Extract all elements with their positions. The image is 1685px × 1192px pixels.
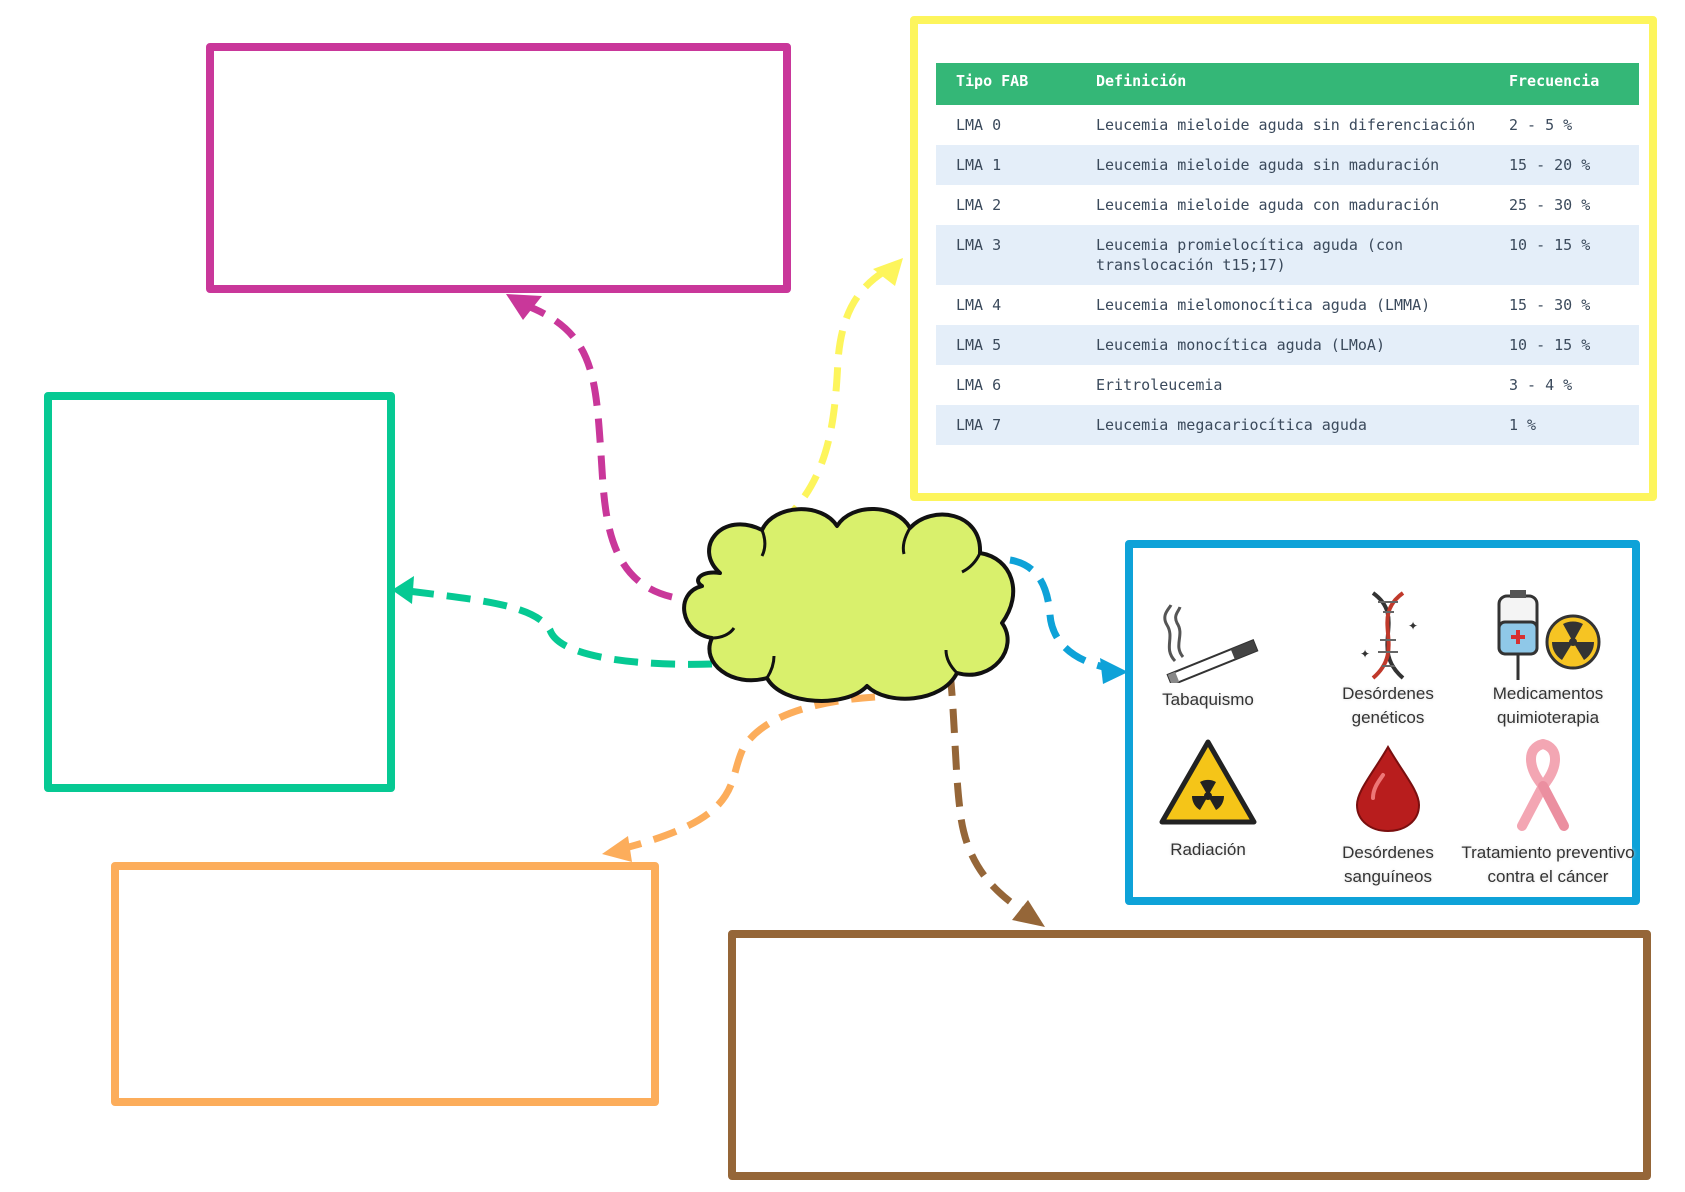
risk-factor-desordenes-sanguineos: Desórdenes sanguíneos: [1318, 841, 1458, 889]
header-tipo-fab: Tipo FAB: [936, 63, 1076, 105]
cell-type: LMA 0: [956, 116, 1002, 134]
table-row: LMA 6 Eritroleucemia 3 - 4 %: [936, 365, 1639, 405]
arrow-to-magenta-box: [523, 301, 673, 601]
table-row: LMA 4 Leucemia mielomonocítica aguda (LM…: [936, 285, 1639, 325]
cell-type: LMA 1: [936, 145, 1076, 185]
dna-icon: ✦ ✦: [1360, 591, 1418, 680]
green-empty-box: [44, 392, 395, 792]
table-row: LMA 2 Leucemia mieloide aguda con madura…: [936, 185, 1639, 225]
arrowhead-green: [392, 576, 414, 604]
cell-frequency: 10 - 15 %: [1489, 225, 1639, 285]
risk-factor-label: Medicamentos: [1492, 684, 1604, 703]
cigarette-icon: [1163, 604, 1259, 683]
table-row: LMA 1 Leucemia mieloide aguda sin madura…: [936, 145, 1639, 185]
arrow-to-green-box: [407, 587, 713, 668]
cell-type: LMA 3: [936, 225, 1076, 285]
risk-factor-label: Desórdenes: [1342, 843, 1434, 862]
cell-frequency: 15 - 20 %: [1489, 145, 1639, 185]
fab-table: Tipo FAB Definición Frecuencia LMA 0 Leu…: [936, 63, 1639, 445]
arrowhead-brown: [1012, 900, 1045, 927]
risk-factor-label: Tratamiento preventivo: [1461, 843, 1635, 862]
arrow-to-blue-box: [1009, 556, 1109, 672]
cell-frequency: 2 - 5 %: [1509, 116, 1573, 134]
arrowhead-yellow: [873, 258, 903, 286]
cell-definition: Leucemia mieloide aguda sin diferenciaci…: [1096, 116, 1476, 134]
header-frecuencia: Frecuencia: [1489, 63, 1639, 105]
awareness-ribbon-icon: [1517, 739, 1569, 831]
risk-factor-tabaquismo: Tabaquismo: [1143, 688, 1273, 712]
risk-factor-label: quimioterapia: [1496, 708, 1600, 727]
orange-empty-box: [111, 862, 659, 1106]
cell-type: LMA 7: [936, 405, 1076, 445]
brown-empty-box: [728, 930, 1651, 1180]
cell-definition: Eritroleucemia: [1096, 376, 1223, 394]
risk-factor-label: sanguíneos: [1344, 867, 1432, 886]
radiation-warning-icon: [1159, 739, 1257, 825]
table-row: LMA 0 Leucemia mieloide aguda sin difere…: [936, 105, 1639, 145]
risk-factor-label: genéticos: [1351, 708, 1425, 727]
table-row: LMA 7 Leucemia megacariocítica aguda 1 %: [936, 405, 1639, 445]
svg-text:✦: ✦: [1408, 619, 1418, 633]
risk-factor-radiacion: Radiación: [1143, 838, 1273, 862]
arrowhead-blue: [1100, 658, 1128, 684]
risk-factor-medicamentos-quimioterapia: Medicamentos quimioterapia: [1468, 682, 1628, 730]
arrow-to-brown-box: [946, 671, 1027, 915]
risk-factors-box: Tabaquismo ✦ ✦ Desórdenes genéticos Medi…: [1125, 540, 1640, 905]
table-row: LMA 3 Leucemia promielocítica aguda (con…: [936, 225, 1639, 285]
cell-type: LMA 5: [936, 325, 1076, 365]
fab-table-header-row: Tipo FAB Definición Frecuencia: [936, 63, 1639, 105]
arrowhead-magenta: [506, 294, 542, 320]
risk-factor-tratamiento-preventivo: Tratamiento preventivo contra el cáncer: [1453, 841, 1643, 889]
cell-frequency: 15 - 30 %: [1509, 296, 1591, 314]
fab-classification-box: Tipo FAB Definición Frecuencia LMA 0 Leu…: [910, 16, 1657, 501]
blood-drop-icon: [1355, 744, 1421, 833]
header-definicion: Definición: [1076, 63, 1489, 105]
cell-frequency: 1 %: [1489, 405, 1639, 445]
svg-text:✦: ✦: [1360, 647, 1370, 661]
table-row: LMA 5 Leucemia monocítica aguda (LMoA) 1…: [936, 325, 1639, 365]
cell-frequency: 25 - 30 %: [1509, 196, 1591, 214]
magenta-empty-box: [206, 43, 791, 293]
cell-definition: Leucemia mielomonocítica aguda (LMMA): [1096, 296, 1431, 314]
risk-factor-desordenes-geneticos: Desórdenes genéticos: [1318, 682, 1458, 730]
cell-type: LMA 2: [956, 196, 1002, 214]
central-cloud-shape: [682, 507, 1016, 703]
arrow-to-yellow-box: [777, 264, 892, 527]
risk-factor-label: Radiación: [1170, 840, 1246, 859]
cell-definition: Leucemia mieloide aguda con maduración: [1096, 196, 1440, 214]
risk-factor-label: contra el cáncer: [1487, 867, 1609, 886]
risk-factor-label: Desórdenes: [1342, 684, 1434, 703]
cell-definition: Leucemia promielocítica aguda (con trans…: [1076, 225, 1489, 285]
cell-frequency: 3 - 4 %: [1509, 376, 1573, 394]
cell-definition: Leucemia mieloide aguda sin maduración: [1076, 145, 1489, 185]
iv-bag-radiation-icon: [1497, 590, 1601, 680]
cell-frequency: 10 - 15 %: [1489, 325, 1639, 365]
cell-definition: Leucemia megacariocítica aguda: [1076, 405, 1489, 445]
cell-type: LMA 6: [956, 376, 1002, 394]
cell-definition: Leucemia monocítica aguda (LMoA): [1076, 325, 1489, 365]
risk-factor-label: Tabaquismo: [1162, 690, 1254, 709]
arrowhead-orange: [602, 836, 632, 862]
arrow-to-orange-box: [624, 693, 876, 852]
cell-type: LMA 4: [956, 296, 1002, 314]
